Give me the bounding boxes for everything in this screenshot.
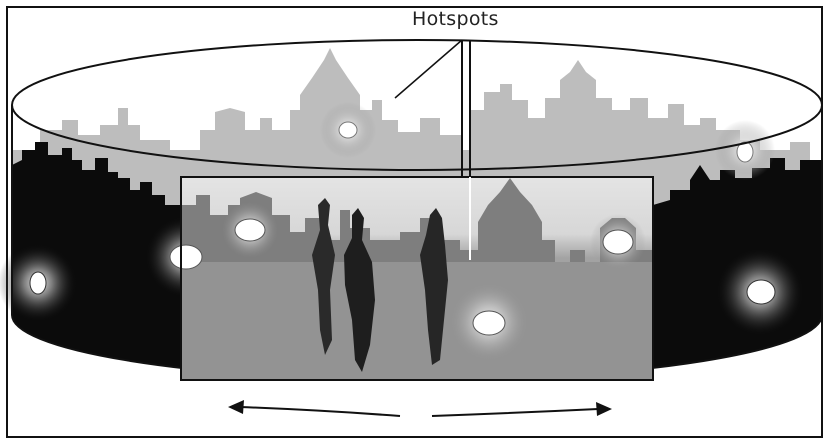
hotspot-marker[interactable] [736,141,754,163]
back-hotspots [320,102,775,180]
hotspot-marker[interactable] [29,271,47,295]
left-arrow-icon[interactable] [228,400,401,417]
right-arrow-icon[interactable] [431,402,612,417]
hotspot-marker[interactable] [234,218,266,242]
figure-silhouette [420,208,448,365]
hotspot-marker[interactable] [169,244,203,270]
hotspots-annotation-label: Hotspots [412,8,499,30]
hotspot-marker[interactable] [472,310,506,336]
figure-silhouette [312,198,335,355]
figure-silhouette [344,208,375,372]
hotspot-marker[interactable] [338,121,358,139]
viewport-frame [180,176,654,381]
viewport [169,176,654,381]
hotspot-marker[interactable] [602,229,634,255]
annotation-leader-line [394,39,463,99]
hotspot-marker[interactable] [746,279,776,305]
